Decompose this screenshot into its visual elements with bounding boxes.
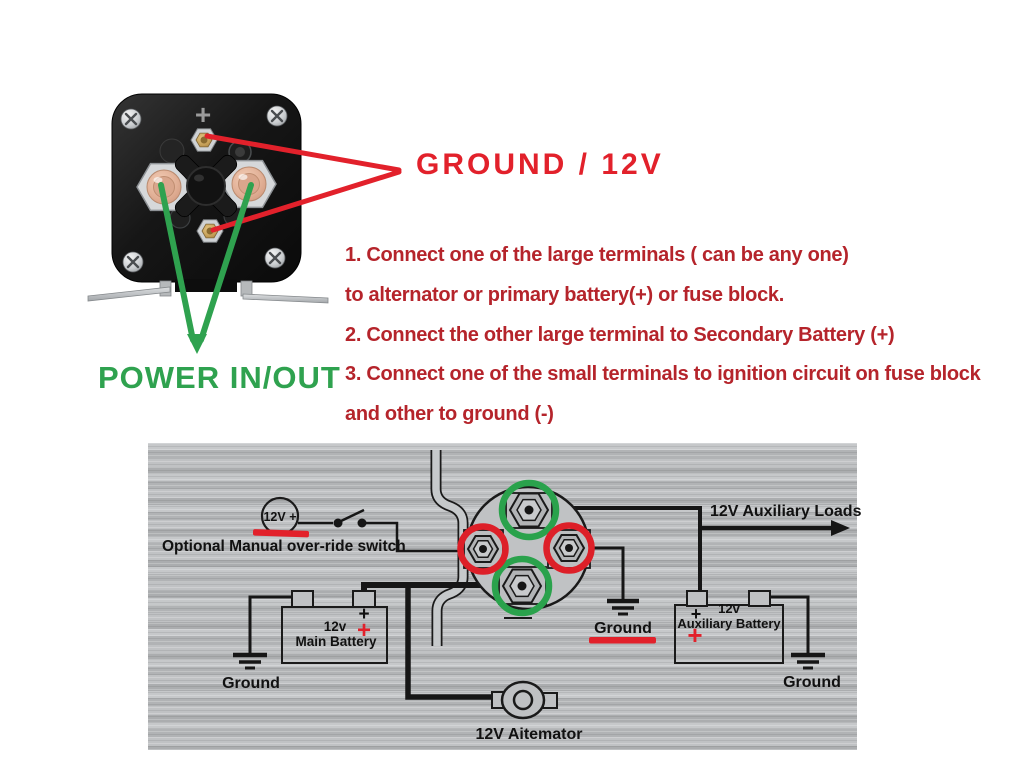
relay-mount-strip-right — [242, 293, 329, 304]
main-battery-plus-black: + — [358, 604, 369, 625]
power-source-circle: 12V + — [252, 496, 310, 538]
instruction-line-1: 1. Connect one of the large terminals ( … — [345, 244, 849, 266]
instruction-line-4: 3. Connect one of the small terminals to… — [345, 363, 981, 386]
ground-annotation-lines — [204, 133, 402, 233]
switch-contact-dot — [357, 518, 367, 528]
aux-battery: 12v Auxiliary Battery + + — [674, 590, 784, 664]
power-arrowhead — [187, 334, 207, 354]
solenoid-symbol — [457, 479, 595, 619]
relay-photo: + — [87, 93, 329, 304]
diagram-wires — [248, 506, 833, 700]
corner-screw-icon — [120, 105, 288, 273]
relay-polarity-mark: + — [195, 99, 211, 130]
aux-battery-plus-black: + — [691, 604, 702, 624]
main-battery-label-2: Main Battery — [295, 634, 377, 649]
power-inout-heading: POWER IN/OUT — [98, 360, 341, 395]
instruction-line-2: to alternator or primary battery(+) or f… — [345, 283, 784, 306]
instructions-block: 1. Connect one of the large terminals ( … — [345, 236, 1024, 435]
red-ring-right — [543, 522, 595, 574]
alternator-label: 12V Aitemator — [476, 726, 583, 743]
solenoid-ground-label: Ground — [594, 620, 652, 637]
aux-loads-label: 12V Auxiliary Loads — [710, 503, 862, 520]
green-ring-bottom — [491, 555, 553, 617]
solenoid-ground-red-underline — [589, 637, 656, 644]
alternator-symbol — [491, 680, 558, 720]
main-battery: 12v Main Battery + + — [281, 590, 388, 664]
override-switch-label: Optional Manual over-ride switch — [162, 538, 406, 555]
red-ring-left — [457, 523, 509, 575]
aux-battery-plus-red: + — [687, 620, 702, 650]
green-ring-top — [498, 479, 560, 541]
aux-loads-arrowhead — [831, 520, 850, 536]
main-ground-label: Ground — [222, 675, 280, 692]
aux-ground-label: Ground — [783, 674, 841, 691]
power-source-label: 12V + — [263, 510, 296, 524]
power-source-red-underline — [252, 529, 310, 538]
main-battery-label-1: 12v — [324, 619, 347, 634]
aux-battery-label-2: Auxiliary Battery — [677, 616, 781, 631]
instruction-line-5: and other to ground (-) — [345, 403, 554, 426]
ground-symbol-icon — [233, 598, 825, 670]
instruction-line-3: 2. Connect the other large terminal to S… — [345, 323, 895, 346]
power-annotation-lines — [158, 182, 254, 354]
aux-battery-label-1: 12v — [718, 601, 740, 616]
main-battery-plus-red: + — [357, 617, 371, 644]
ground-12v-heading: GROUND / 12V — [416, 148, 664, 181]
switch-contact-dot — [333, 518, 343, 528]
relay-center-boss — [174, 154, 238, 218]
relay-small-terminal-bottom — [196, 219, 224, 243]
wiring-diagram: 12V + Optional Manual over-ride switch — [162, 450, 862, 743]
relay-mount-strip-left — [87, 286, 171, 302]
